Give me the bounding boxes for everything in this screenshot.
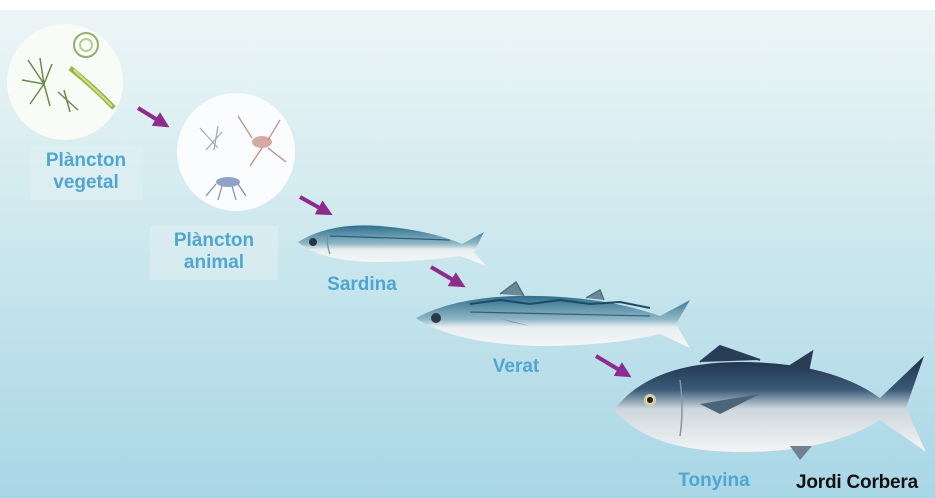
label-tonyina: Tonyina xyxy=(664,470,764,492)
label-plancton-animal-line1: Plàncton xyxy=(158,230,270,252)
label-plancton-animal: Plàncton animal xyxy=(150,226,278,280)
sardine-image xyxy=(298,225,486,266)
label-plancton-animal-line2: animal xyxy=(158,252,270,274)
label-verat-text: Verat xyxy=(476,356,556,378)
label-plancton-vegetal: Plàncton vegetal xyxy=(30,146,142,200)
label-plancton-vegetal-line1: Plàncton xyxy=(38,150,134,172)
arrow-4 xyxy=(596,356,626,374)
arrow-2 xyxy=(300,197,327,212)
label-sardina: Sardina xyxy=(312,274,412,296)
tuna-image xyxy=(614,346,926,460)
label-verat: Verat xyxy=(476,356,556,378)
mackerel-image xyxy=(416,282,690,348)
arrow-1 xyxy=(138,108,164,124)
plankton-vegetal-image xyxy=(7,24,123,140)
label-tonyina-text: Tonyina xyxy=(664,470,764,492)
plankton-animal-image xyxy=(177,93,295,211)
label-plancton-vegetal-line2: vegetal xyxy=(38,172,134,194)
arrow-3 xyxy=(431,267,460,284)
label-sardina-text: Sardina xyxy=(312,274,412,296)
author-credit: Jordi Corbera xyxy=(796,472,918,494)
